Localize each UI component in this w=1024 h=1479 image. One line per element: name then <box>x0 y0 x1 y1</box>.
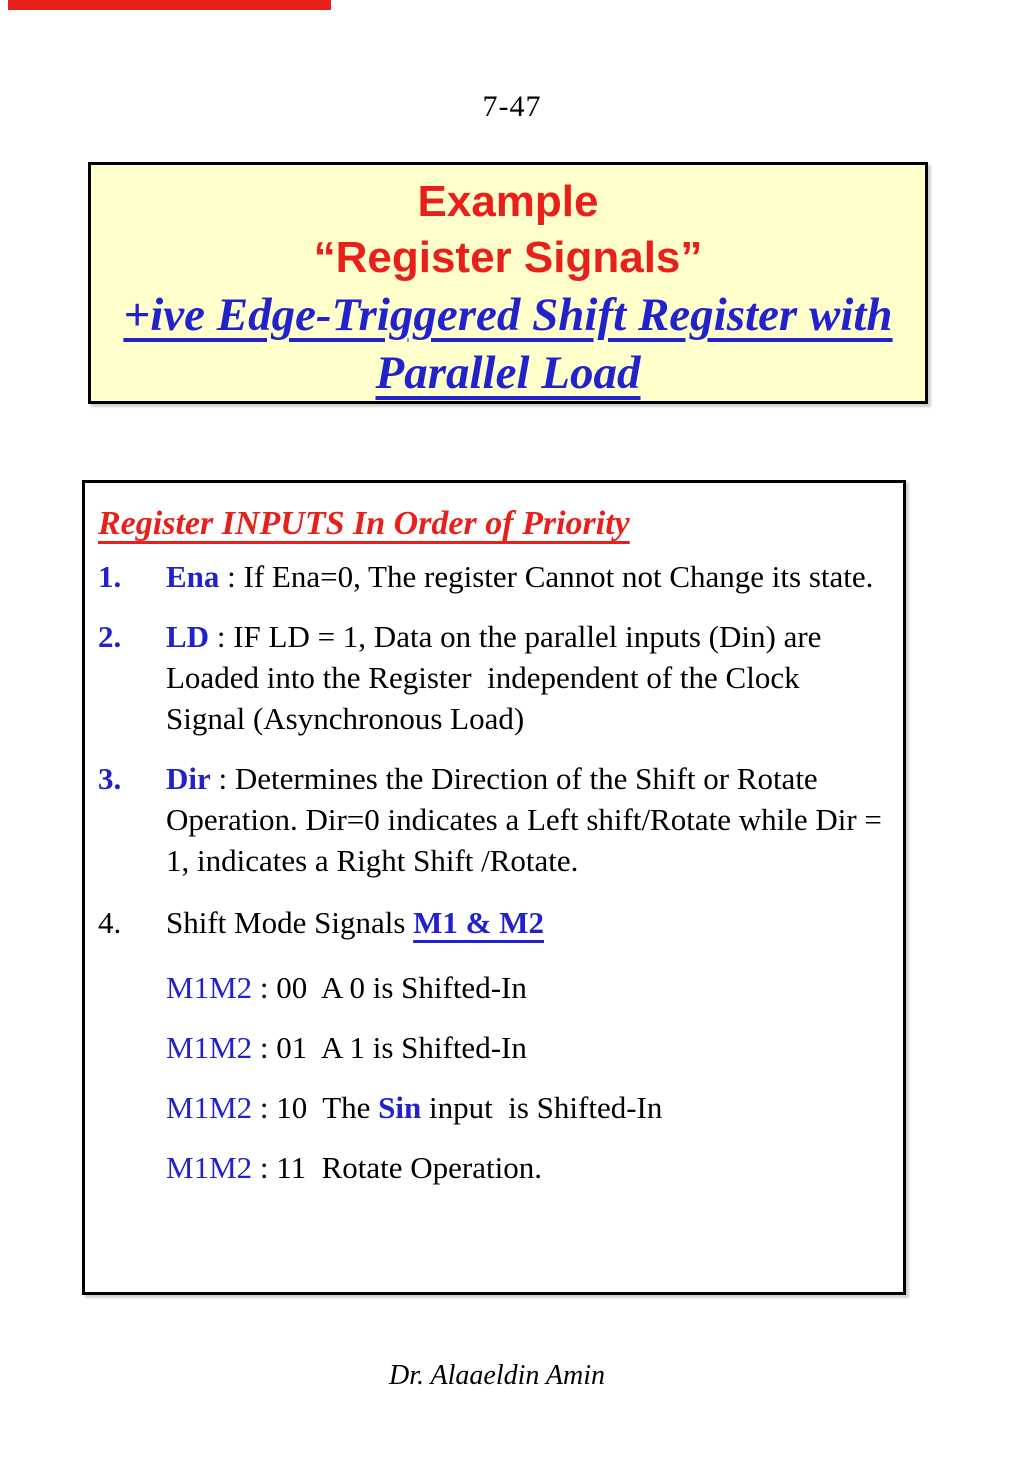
title-line-example: Example <box>417 177 599 226</box>
mode-text: : 00 A 0 is Shifted-In <box>252 970 527 1005</box>
section-heading-text: Register INPUTS In Order of Priority <box>98 505 630 542</box>
item-body: Ena : If Ena=0, The register Cannot not … <box>166 556 882 597</box>
footer-author: Dr. Alaaeldin Amin <box>389 1360 605 1391</box>
page-number: 7-47 <box>482 90 542 123</box>
item-text: Shift Mode Signals <box>166 905 414 940</box>
title-line-shift-register-text: +ive Edge-Triggered Shift Register with <box>123 289 893 341</box>
item-body: Dir : Determines the Direction of the Sh… <box>166 758 882 881</box>
content-box: Register INPUTS In Order of Priority 1. … <box>82 480 906 1295</box>
item-body: LD : IF LD = 1, Data on the parallel inp… <box>166 616 882 739</box>
list-item-shift-mode: 4. Shift Mode Signals M1 & M2 <box>98 902 885 943</box>
mode-text: : 01 A 1 is Shifted-In <box>252 1030 527 1065</box>
mode-label: M1M2 <box>166 1030 253 1065</box>
item-number: 1. <box>98 559 122 594</box>
item-number: 4. <box>98 905 122 940</box>
title-box: Example “Register Signals” +ive Edge-Tri… <box>88 162 928 404</box>
list-item-ena: 1. Ena : If Ena=0, The register Cannot n… <box>98 556 885 597</box>
list-item-ld: 2. LD : IF LD = 1, Data on the parallel … <box>98 616 885 739</box>
title-line-shift-register: +ive Edge-Triggered Shift Register with <box>91 286 925 344</box>
item-number: 3. <box>98 761 122 796</box>
list-item-dir: 3. Dir : Determines the Direction of the… <box>98 758 885 881</box>
item-body: Shift Mode Signals M1 & M2 <box>166 902 882 943</box>
term-m1-m2: M1 & M2 <box>413 905 544 940</box>
mode-row-10: M1M2 : 10 The Sin input is Shifted-In <box>166 1087 885 1128</box>
item-text: : If Ena=0, The register Cannot not Chan… <box>219 559 874 594</box>
item-text: : Determines the Direction of the Shift … <box>166 761 890 878</box>
section-heading: Register INPUTS In Order of Priority <box>98 503 885 544</box>
mode-text: : 11 Rotate Operation. <box>252 1150 542 1185</box>
mode-label: M1M2 <box>166 1090 253 1125</box>
term-dir: Dir <box>166 761 211 796</box>
top-red-bar <box>8 0 331 10</box>
title-line-parallel-load-text: Parallel Load <box>375 347 641 399</box>
mode-text: : 10 The <box>252 1090 379 1125</box>
title-line-register-signals: “Register Signals” <box>313 233 703 282</box>
term-ld: LD <box>166 619 210 654</box>
item-number: 2. <box>98 619 122 654</box>
mode-row-11: M1M2 : 11 Rotate Operation. <box>166 1147 885 1188</box>
title-line-parallel-load: Parallel Load <box>91 344 925 402</box>
mode-label: M1M2 <box>166 1150 253 1185</box>
term-ena: Ena <box>166 559 220 594</box>
mode-row-01: M1M2 : 01 A 1 is Shifted-In <box>166 1027 885 1068</box>
mode-label: M1M2 <box>166 970 253 1005</box>
term-sin: Sin <box>378 1090 422 1125</box>
item-text: : IF LD = 1, Data on the parallel inputs… <box>166 619 830 736</box>
mode-text: input is Shifted-In <box>421 1090 663 1125</box>
mode-row-00: M1M2 : 00 A 0 is Shifted-In <box>166 967 885 1008</box>
